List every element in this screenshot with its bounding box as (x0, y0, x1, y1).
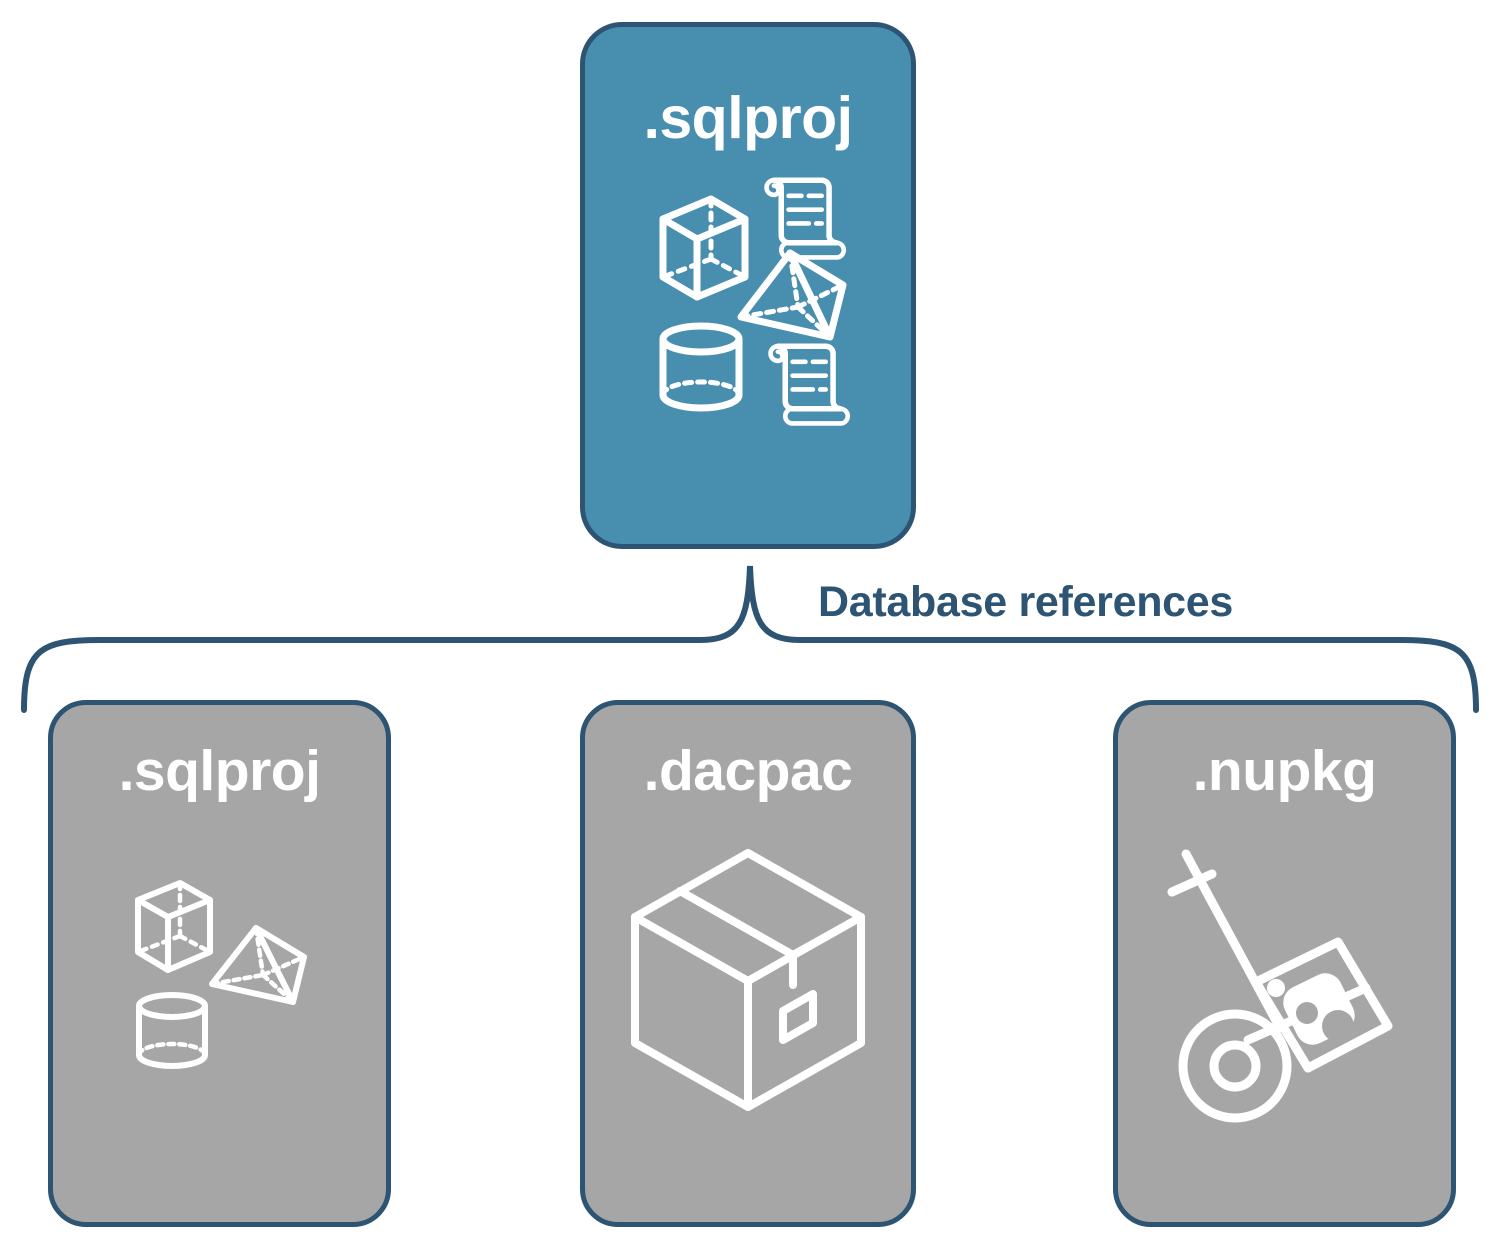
card-title-sqlproj: .sqlproj (118, 739, 321, 803)
brace-path (21, 565, 1479, 713)
pyramid-icon (208, 925, 307, 1005)
hand-truck-svg (1167, 849, 1392, 1123)
card-child-dacpac[interactable]: .dacpac (580, 700, 916, 1227)
package-box-svg (631, 849, 865, 1111)
sqlproj-shapes-svg (134, 880, 307, 1069)
nuget-package-icon (1251, 937, 1392, 1073)
connector-label: Database references (818, 578, 1233, 626)
card-child-sqlproj[interactable]: .sqlproj (48, 700, 391, 1227)
sqlproj-icon-group (53, 860, 386, 1080)
card-title-nupkg: .nupkg (1192, 739, 1377, 803)
cylinder-icon (135, 992, 208, 1069)
card-child-nupkg[interactable]: .nupkg (1113, 700, 1456, 1227)
card-title-dacpac: .dacpac (643, 739, 853, 803)
cube-icon (659, 195, 749, 301)
dacpac-icon-group (585, 835, 911, 1125)
scroll-icon-bottom (768, 343, 851, 426)
nuget-logo-holes (1295, 1002, 1354, 1042)
card-root-sqlproj[interactable]: .sqlproj (580, 22, 916, 549)
scroll-icon-top (764, 177, 847, 260)
root-icon-group (585, 167, 911, 437)
cube-icon (134, 880, 213, 973)
card-title-root: .sqlproj (643, 85, 853, 151)
package-box-icon (631, 849, 865, 1111)
wheel-icon (1178, 1009, 1291, 1123)
nupkg-icon-group (1118, 840, 1451, 1140)
pyramid-icon (737, 249, 847, 341)
root-shapes-svg (659, 177, 851, 426)
cylinder-icon (659, 322, 743, 412)
